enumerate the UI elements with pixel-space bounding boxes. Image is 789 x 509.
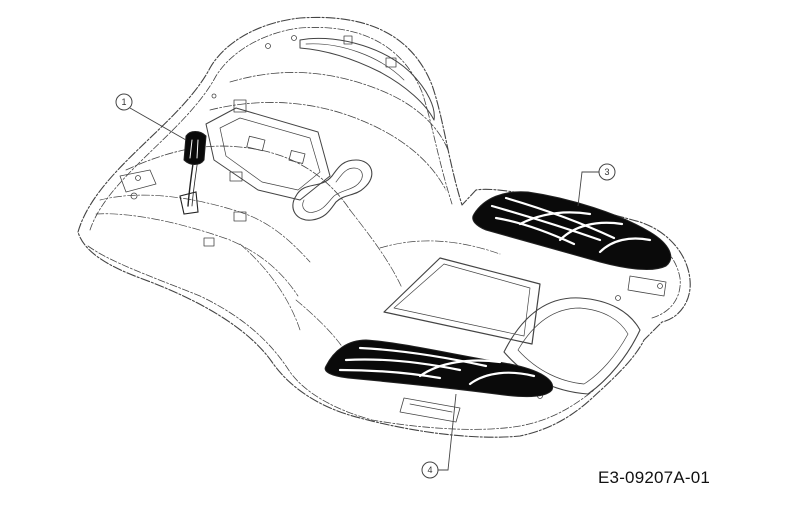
- mount-tab: [203, 237, 215, 247]
- lever-foot: [179, 191, 199, 215]
- ridge-line: [349, 209, 403, 289]
- mount-tab: [233, 211, 247, 222]
- plate-cutout: [229, 171, 243, 182]
- foot-pad-right-stripes: [490, 196, 652, 254]
- bracket: [627, 275, 667, 297]
- callout-4-leader: [438, 393, 457, 471]
- callout-3: 3: [577, 163, 616, 207]
- mount-tab: [385, 57, 397, 68]
- callout-4-label: 4: [427, 465, 432, 475]
- callout-1-label: 1: [121, 97, 126, 107]
- bracket: [399, 397, 461, 423]
- lever-assembly: [179, 131, 207, 215]
- mount-tab: [343, 35, 353, 45]
- ridge-line: [125, 145, 351, 211]
- bracket: [409, 403, 453, 413]
- fender-outline: [77, 16, 691, 438]
- plate-cutout: [288, 150, 306, 164]
- dogbone-inner: [302, 167, 363, 213]
- plate-cutout: [233, 99, 247, 113]
- callout-3-label: 3: [604, 167, 609, 177]
- bolt-hole: [135, 175, 141, 181]
- callout-4: 4: [421, 393, 457, 479]
- fender-body: [77, 16, 691, 438]
- bolt-hole: [615, 295, 621, 301]
- footwell-opening: [383, 257, 541, 345]
- top-recess-inner: [305, 43, 405, 81]
- foot-pad-right: [472, 191, 672, 270]
- dogbone-cutout: [292, 159, 373, 221]
- ridge-line: [95, 213, 299, 297]
- bolt-hole: [657, 283, 663, 289]
- foot-pad-left-stripes: [338, 346, 536, 386]
- drawing-reference-code: E3-09207A-01: [598, 468, 711, 487]
- ridge-line: [379, 240, 501, 255]
- ridge-line: [209, 102, 447, 191]
- ridge-line: [239, 243, 301, 331]
- lever-grip: [183, 131, 207, 165]
- rear-cutout: [503, 297, 641, 395]
- bracket: [119, 169, 157, 193]
- foot-pad-left: [324, 339, 554, 398]
- foot-pad-left-shape: [324, 339, 554, 398]
- hardware-details: [119, 35, 667, 423]
- callout-1: 1: [115, 93, 187, 141]
- control-plate-inner: [219, 117, 321, 191]
- control-plate: [205, 107, 331, 201]
- bolt-hole: [130, 192, 138, 200]
- bolt-hole: [211, 93, 217, 99]
- rear-cutout-inner: [517, 307, 629, 385]
- footwell-inner: [393, 263, 531, 337]
- bolt-hole: [291, 35, 297, 41]
- top-recess: [299, 37, 435, 121]
- plate-cutout: [246, 135, 266, 152]
- ridge-line: [99, 194, 311, 263]
- callout-1-leader: [129, 107, 187, 141]
- bolt-hole: [265, 43, 271, 49]
- lever-grip-highlight: [189, 139, 199, 159]
- ridge-line: [229, 72, 449, 151]
- callout-1-circle: [115, 93, 133, 111]
- callout-3-leader: [577, 171, 599, 207]
